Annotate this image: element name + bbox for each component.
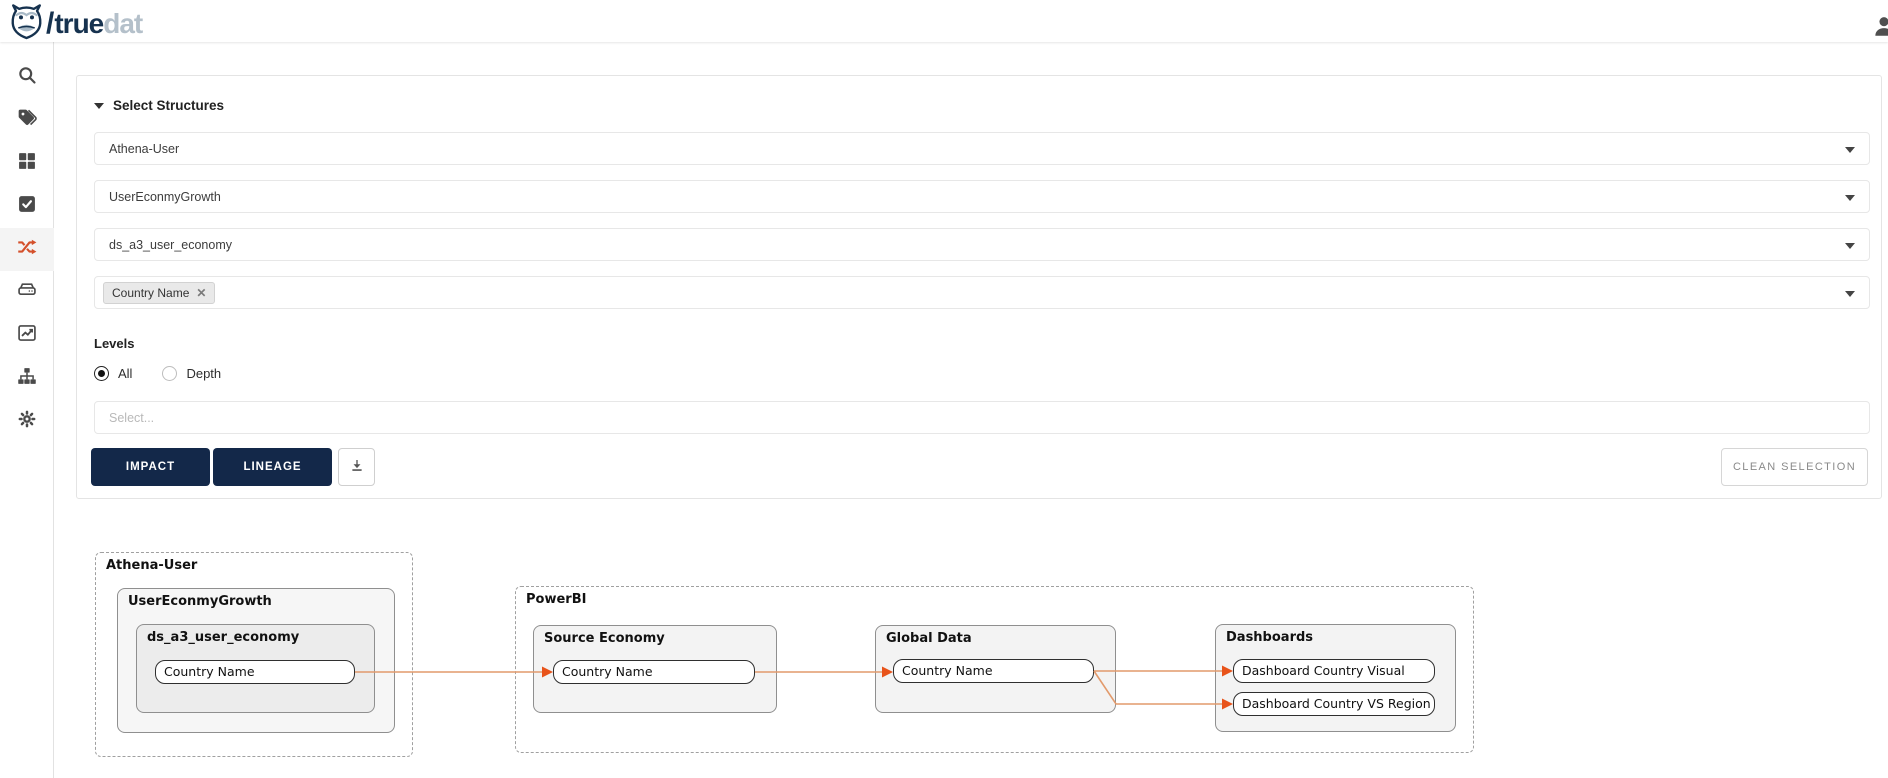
graph-node-dashboard-country-vs-region[interactable]: Dashboard Country VS Region	[1233, 692, 1435, 716]
radio-depth-label: Depth	[186, 366, 222, 381]
chevron-down-icon	[1845, 195, 1855, 201]
check-square-icon	[17, 194, 37, 219]
chart-line-icon	[17, 323, 37, 348]
app-header: /truedat	[0, 0, 1888, 42]
structure-select-system-value: Athena-User	[109, 141, 180, 156]
sidebar-item-glossary[interactable]	[0, 99, 54, 142]
grid-icon	[17, 151, 37, 176]
download-icon	[349, 458, 365, 477]
brand-name-secondary: dat	[103, 8, 143, 39]
depth-select[interactable]: Select...	[94, 401, 1870, 434]
graph-node-dashboard-country-visual[interactable]: Dashboard Country Visual	[1233, 659, 1435, 683]
sidebar-item-lineage[interactable]	[0, 228, 54, 271]
remove-tag-icon[interactable]: ✕	[196, 285, 207, 300]
structure-select-group-value: UserEconmyGrowth	[109, 189, 221, 204]
selected-field-tag-label: Country Name	[112, 285, 190, 300]
structure-select-field[interactable]: Country Name ✕	[94, 276, 1870, 309]
graph-box-ds-a3-user-economy-label: ds_a3_user_economy	[147, 630, 300, 645]
levels-radio-group: All Depth	[94, 366, 221, 381]
sidebar-item-search[interactable]	[0, 56, 54, 99]
sitemap-icon	[17, 366, 37, 391]
tag-icon	[17, 108, 37, 133]
graph-box-global-data-label: Global Data	[886, 631, 972, 646]
structure-select-group[interactable]: UserEconmyGrowth	[94, 180, 1870, 213]
shuffle-icon	[17, 237, 37, 262]
radio-all-label: All	[118, 366, 133, 381]
radio-depth-button[interactable]	[162, 366, 178, 381]
search-icon	[17, 65, 37, 90]
select-structures-panel: Select Structures Athena-User UserEconmy…	[76, 75, 1882, 499]
sidebar-item-settings[interactable]	[0, 400, 54, 443]
download-button[interactable]	[338, 448, 375, 486]
gear-icon	[17, 409, 37, 434]
chevron-down-icon	[1845, 147, 1855, 153]
graph-box-dashboards-label: Dashboards	[1226, 630, 1314, 645]
truedat-logo[interactable]: /truedat	[10, 3, 143, 45]
structure-select-table-value: ds_a3_user_economy	[109, 237, 232, 252]
lineage-graph: Athena-User UserEconmyGrowth ds_a3_user_…	[0, 540, 1888, 778]
impact-button[interactable]: IMPACT	[91, 448, 210, 486]
graph-node-athena-country-name[interactable]: Country Name	[155, 660, 355, 684]
sidebar	[0, 42, 54, 778]
chevron-down-icon	[1845, 291, 1855, 297]
user-icon[interactable]	[1871, 13, 1888, 39]
selected-field-tag: Country Name ✕	[103, 281, 216, 304]
sidebar-item-quality[interactable]	[0, 185, 54, 228]
graph-group-powerbi-label: PowerBI	[526, 592, 587, 607]
chevron-down-icon	[1845, 243, 1855, 249]
drive-icon	[17, 280, 37, 305]
graph-box-usereconmygrowth-label: UserEconmyGrowth	[128, 594, 272, 609]
panel-collapse-toggle[interactable]: Select Structures	[94, 98, 224, 113]
panel-title: Select Structures	[113, 98, 225, 113]
radio-all-button[interactable]	[94, 366, 109, 381]
lineage-button[interactable]: LINEAGE	[213, 448, 332, 486]
graph-node-global-data-country-name[interactable]: Country Name	[893, 659, 1094, 683]
sidebar-item-analytics[interactable]	[0, 314, 54, 357]
sidebar-item-sources[interactable]	[0, 271, 54, 314]
radio-option-all[interactable]: All	[94, 366, 132, 381]
graph-node-source-economy-country-name[interactable]: Country Name	[553, 660, 755, 684]
graph-box-source-economy-label: Source Economy	[544, 631, 665, 646]
graph-group-athena-user-label: Athena-User	[106, 558, 198, 573]
depth-select-placeholder: Select...	[109, 410, 155, 425]
structure-select-system[interactable]: Athena-User	[94, 132, 1870, 165]
brand-slash: /	[46, 7, 54, 40]
sidebar-item-catalog[interactable]	[0, 142, 54, 185]
structure-select-table[interactable]: ds_a3_user_economy	[94, 228, 1870, 261]
collapse-caret-icon	[94, 102, 104, 109]
brand-name-primary: true	[54, 8, 104, 39]
clean-selection-button[interactable]: CLEAN SELECTION	[1721, 448, 1868, 486]
owl-logo-icon	[10, 3, 43, 45]
sidebar-item-structures[interactable]	[0, 357, 54, 400]
radio-option-depth[interactable]: Depth	[162, 366, 221, 381]
levels-label: Levels	[94, 336, 135, 351]
